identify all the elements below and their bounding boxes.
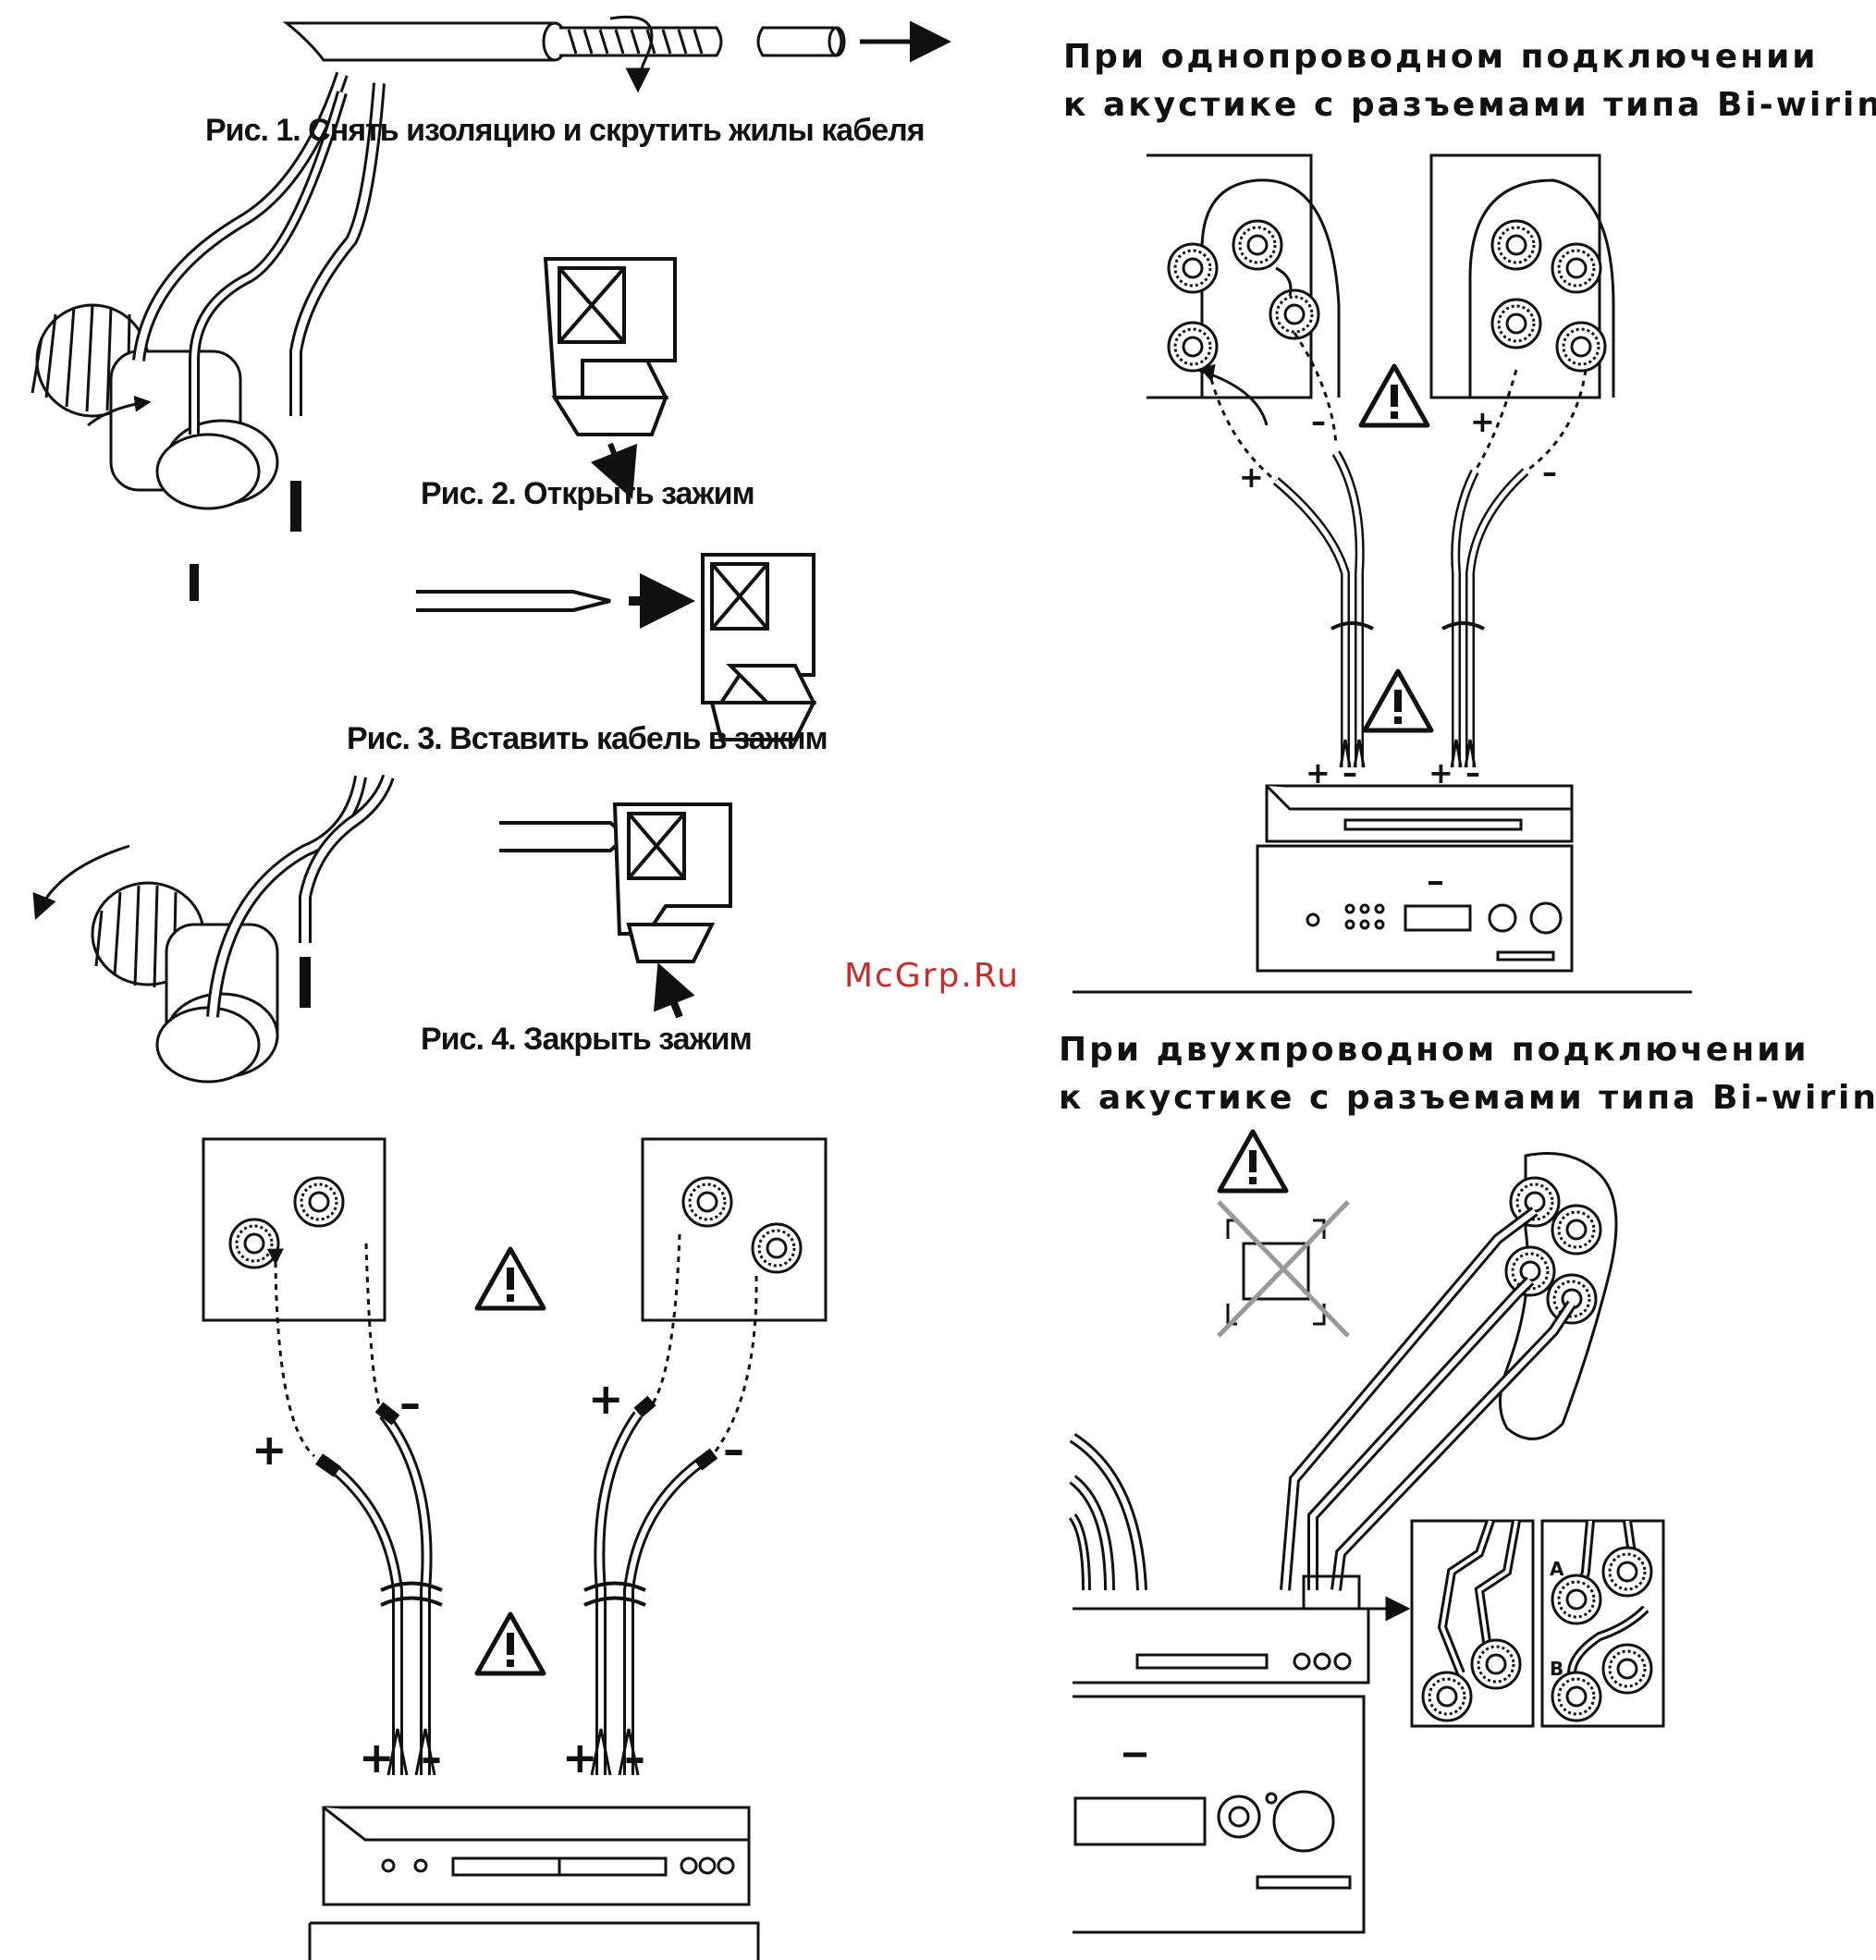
plus-sign: + <box>251 1425 288 1475</box>
terminal-label-b: B <box>1550 1658 1564 1680</box>
simple-dvd-player <box>308 1806 760 1960</box>
fig1-caption: Рис. 1. Снять изоляцию и скрутить жилы к… <box>205 113 926 148</box>
fig3-cable-insert <box>416 553 817 741</box>
fig3-caption: Рис. 3. Вставить кабель в зажим <box>347 721 828 756</box>
no-bridge-symbol <box>1217 1200 1350 1338</box>
biwire-single-speaker-left <box>1146 153 1341 426</box>
warning-icon <box>1220 1132 1286 1191</box>
watermark: McGrp.Ru <box>844 957 1021 995</box>
minus-sign: – <box>1465 755 1480 790</box>
minus-sign: – <box>421 1733 442 1782</box>
simple-wires <box>266 1233 758 1776</box>
plus-sign: + <box>1428 755 1453 790</box>
terminal-label-a: A <box>1550 1558 1564 1580</box>
simple-speaker-left <box>202 1137 386 1322</box>
fig4-caption: Рис. 4. Закрыть зажим <box>421 1022 753 1057</box>
biwire-detail-right <box>1540 1519 1665 1728</box>
warning-icon <box>477 1249 544 1308</box>
single-wire-heading-line2: к акустике с разъемами типа Bi-wiring <box>1063 86 1876 124</box>
minus-sign: – <box>1542 455 1557 490</box>
plus-sign: + <box>1470 404 1495 439</box>
warning-icon <box>1361 366 1428 425</box>
biwire-single-dvd-receiver <box>1256 784 1574 973</box>
fig2-caption: Рис. 2. Открыть зажим <box>421 476 755 511</box>
fig2-binding-post <box>31 71 386 601</box>
plus-sign: + <box>1306 755 1330 790</box>
fig1-stripped-cable <box>282 15 951 93</box>
single-wire-heading: При однопроводном подключении к акустике… <box>1063 33 1876 129</box>
biwire-detail-left <box>1410 1519 1535 1728</box>
biwire-cables <box>1068 1207 1576 1622</box>
minus-sign: – <box>723 1425 744 1475</box>
warning-icon <box>1365 671 1431 730</box>
minus-sign: – <box>624 1733 645 1782</box>
plus-sign: + <box>1239 459 1264 495</box>
minus-sign: – <box>1343 755 1357 790</box>
biwire-speaker-panel <box>1499 1152 1618 1440</box>
plus-sign: + <box>588 1374 624 1424</box>
bi-wire-heading-line1: При двухпроводном подключении <box>1059 1031 1809 1069</box>
bi-wire-heading-line2: к акустике с разъемами типа Bi-wiring <box>1059 1079 1876 1117</box>
minus-sign: – <box>399 1378 421 1428</box>
plus-sign: + <box>359 1733 395 1782</box>
plus-sign: + <box>562 1733 598 1782</box>
fig4-spring-clip <box>499 802 732 1019</box>
single-wire-heading-line1: При однопроводном подключении <box>1063 38 1819 76</box>
biwire-single-wires <box>1199 332 1588 768</box>
simple-speaker-right <box>641 1137 828 1322</box>
bi-wire-heading: При двухпроводном подключении к акустике… <box>1059 1026 1876 1122</box>
warning-icon <box>477 1614 544 1673</box>
biwire-single-speaker-right <box>1429 153 1615 399</box>
biwire-dvd-receiver <box>1073 1607 1370 1934</box>
fig2-spring-clip <box>543 257 677 500</box>
fig4-binding-post-close <box>32 774 395 1084</box>
minus-sign: – <box>1311 404 1326 439</box>
